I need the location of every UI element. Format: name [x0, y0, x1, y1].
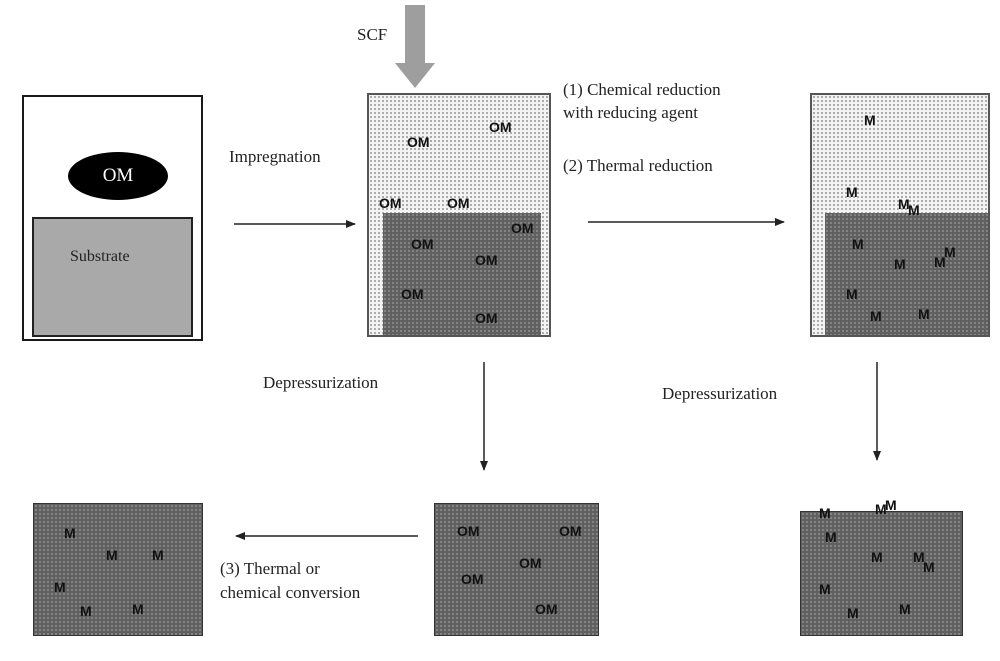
- scf-label: SCF: [357, 25, 388, 44]
- precursor-mark: OM: [461, 571, 484, 587]
- metal-mark: M: [132, 601, 144, 617]
- chemical-reduction-label: (1) Chemical reduction: [563, 80, 721, 99]
- metal-mark: M: [908, 202, 920, 218]
- metal-mark: M: [846, 184, 858, 200]
- thermal-reduction-label: (2) Thermal reduction: [563, 156, 713, 175]
- precursor-mark: OM: [447, 195, 470, 211]
- metal-mark: M: [944, 244, 956, 260]
- initial-panel: OM Substrate: [22, 95, 203, 341]
- precursor-substrate-panel: OM OM OM OM OM: [434, 503, 599, 636]
- precursor-mark: OM: [475, 252, 498, 268]
- metal-substrate-panel: M M M M M M M M M M: [800, 498, 963, 636]
- metal-mark: M: [899, 601, 911, 617]
- metal-mark: M: [819, 581, 831, 597]
- metal-mark: M: [864, 112, 876, 128]
- metal-mark: M: [894, 256, 906, 272]
- metal-mark: M: [106, 547, 118, 563]
- precursor-mark: OM: [489, 119, 512, 135]
- precursor-mark: OM: [379, 195, 402, 211]
- precursor-ellipse-label: OM: [102, 165, 134, 186]
- metal-mark: M: [852, 236, 864, 252]
- metal-mark: M: [871, 549, 883, 565]
- metal-mark: M: [80, 603, 92, 619]
- precursor-mark: OM: [511, 220, 534, 236]
- precursor-mark: OM: [559, 523, 582, 539]
- metal-mark: M: [898, 196, 910, 212]
- metal-mark: M: [825, 529, 837, 545]
- metal-mark: M: [64, 525, 76, 541]
- precursor-mark: OM: [457, 523, 480, 539]
- substrate-block-dotted: [383, 213, 541, 335]
- conversion-label-line2: chemical conversion: [220, 583, 361, 602]
- scf-vessel-precursor: OM OM OM OM OM OM OM OM OM: [367, 93, 551, 337]
- depressurization-right-label: Depressurization: [662, 384, 778, 403]
- converted-substrate-panel: M M M M M M: [33, 503, 203, 636]
- precursor-mark: OM: [411, 236, 434, 252]
- metal-mark: M: [847, 605, 859, 621]
- metal-mark: M: [846, 286, 858, 302]
- substrate-label: Substrate: [70, 248, 130, 265]
- metal-mark: M: [152, 547, 164, 563]
- reducing-agent-label: with reducing agent: [563, 103, 699, 122]
- metal-mark: M: [819, 505, 831, 521]
- metal-mark: M: [54, 579, 66, 595]
- precursor-mark: OM: [407, 134, 430, 150]
- metal-mark: M: [870, 308, 882, 324]
- depressurization-left-label: Depressurization: [263, 373, 379, 392]
- impregnation-label: Impregnation: [229, 147, 321, 166]
- precursor-mark: OM: [535, 601, 558, 617]
- precursor-mark: OM: [401, 286, 424, 302]
- substrate-block: Substrate: [32, 217, 193, 337]
- metal-mark: M: [913, 549, 925, 565]
- conversion-label-line1: (3) Thermal or: [220, 559, 320, 578]
- metal-mark: M: [875, 501, 887, 517]
- metal-mark: M: [923, 559, 935, 575]
- metal-mark: M: [918, 306, 930, 322]
- precursor-mark: OM: [475, 310, 498, 326]
- metal-mark: M: [885, 497, 897, 513]
- precursor-ellipse: OM: [68, 152, 168, 200]
- precursor-mark: OM: [519, 555, 542, 571]
- scf-vessel-metal: M M M M M M M M M M M: [810, 93, 990, 337]
- scf-arrow: [395, 5, 435, 88]
- metal-mark: M: [934, 254, 946, 270]
- substrate-block-dotted: [825, 213, 988, 335]
